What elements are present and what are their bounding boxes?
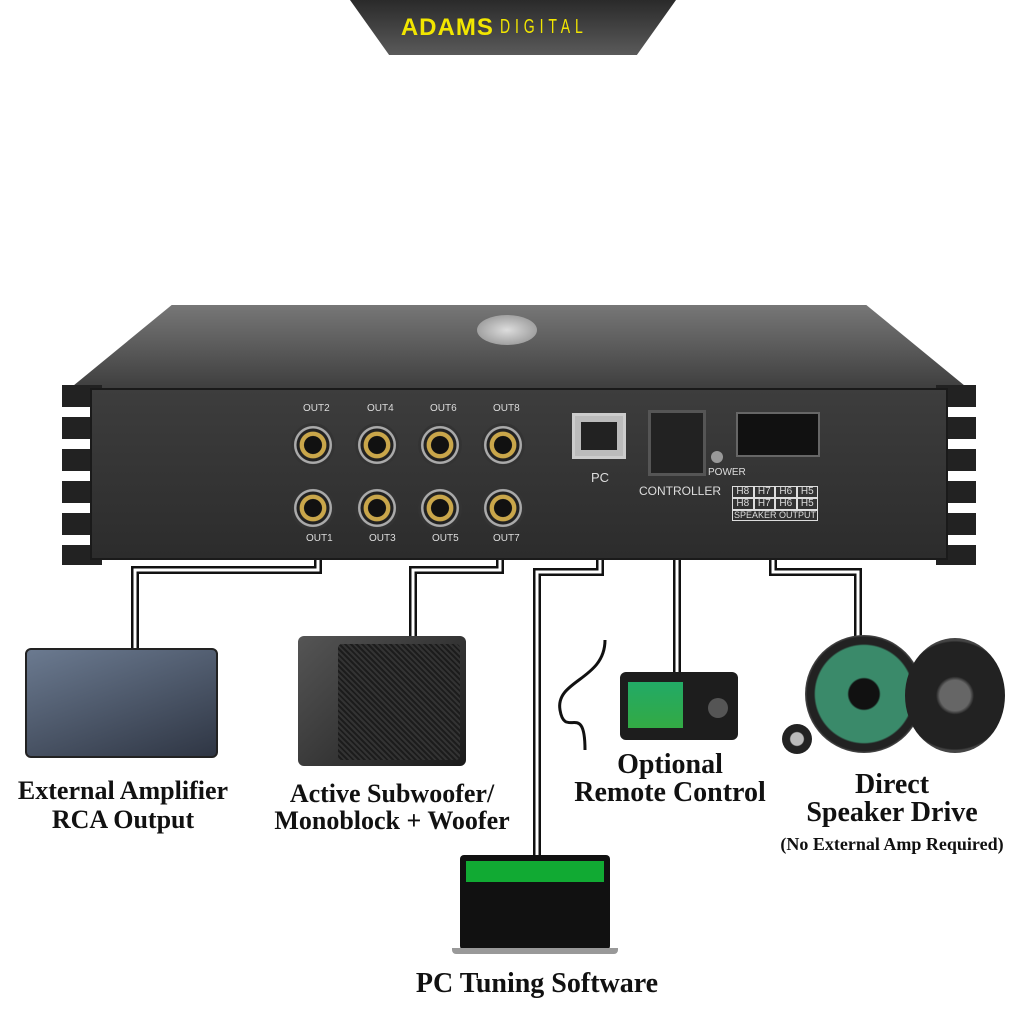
rca-jack-out3	[355, 486, 399, 530]
pin-plus: H7	[753, 498, 775, 510]
speaker-output-table: H8 H7 H6 H5 H8 H7 H6 H5 SPEAKER OUTPUT	[732, 486, 818, 521]
label-power: POWER	[708, 467, 746, 478]
label-out7: OUT7	[493, 533, 520, 544]
speaker-woofer-back-image	[905, 638, 1005, 753]
pin-plus: H5	[796, 498, 818, 510]
speaker-output-label: SPEAKER OUTPUT	[732, 510, 818, 521]
label-out3: OUT3	[369, 533, 396, 544]
laptop-base	[452, 948, 618, 954]
brand-bold: ADAMS	[400, 13, 494, 41]
front-panel	[90, 388, 948, 560]
speaker-midwoofer-image	[805, 635, 923, 753]
rca-jack-out1	[291, 486, 335, 530]
external-amplifier-image	[25, 648, 218, 758]
rca-jack-out8	[481, 423, 525, 467]
brand-light: DIGITAL	[499, 16, 588, 38]
pin-minus: H8	[732, 486, 754, 498]
dsp-amplifier	[62, 305, 976, 567]
label-out6: OUT6	[430, 403, 457, 414]
rj-controller-port	[648, 410, 706, 476]
label-out8: OUT8	[493, 403, 520, 414]
usb-b-port	[572, 413, 626, 459]
label-out4: OUT4	[367, 403, 394, 414]
pin-minus: H6	[775, 486, 797, 498]
laptop-image	[460, 855, 610, 950]
caption-subwoofer: Active Subwoofer/Monoblock + Woofer	[274, 779, 510, 835]
top-logo	[477, 315, 537, 345]
remote-control-image	[620, 672, 738, 740]
remote-cable-icon	[558, 640, 607, 751]
speaker-molex-connector	[736, 412, 820, 457]
rca-jack-out7	[481, 486, 525, 530]
label-out2: OUT2	[303, 403, 330, 414]
subwoofer-image	[298, 636, 466, 766]
caption-pc: PC Tuning Software	[415, 968, 659, 999]
power-led	[711, 451, 723, 463]
label-out5: OUT5	[432, 533, 459, 544]
rca-jack-out2	[291, 423, 335, 467]
label-out1: OUT1	[306, 533, 333, 544]
pin-plus: H6	[775, 498, 797, 510]
label-controller: CONTROLLER	[639, 484, 722, 498]
rca-jack-out4	[355, 423, 399, 467]
pin-minus: H7	[753, 486, 775, 498]
rca-jack-out6	[418, 423, 462, 467]
tweeter-image	[782, 724, 812, 754]
pin-plus: H8	[732, 498, 754, 510]
brand-banner: ADAMS DIGITAL	[350, 0, 676, 55]
rca-jack-out5	[418, 486, 462, 530]
label-pc: PC	[591, 470, 610, 485]
pin-minus: H5	[796, 486, 818, 498]
